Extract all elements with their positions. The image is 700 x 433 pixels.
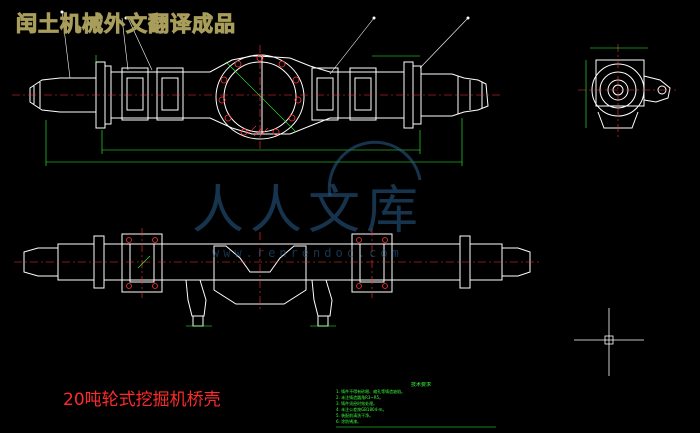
centerlines-plan [14, 228, 540, 312]
technical-note-line: 4. 未注公差按GB1804-m。 [336, 407, 387, 412]
technical-notes-title: 技术要求 [410, 382, 431, 388]
part-number-dots [60, 10, 470, 20]
technical-note-line: 6. 涂防锈漆。 [336, 419, 362, 424]
technical-note-line: 2. 未注铸造圆角R3~R5。 [336, 395, 384, 400]
url-watermark-text: www.renrendoc.com [212, 246, 403, 260]
leader-lines [61, 11, 469, 79]
drawing-caption: 20吨轮式挖掘机桥壳 [63, 390, 221, 410]
brand-watermark-text: 人人文库 [192, 181, 425, 241]
centerlines-top [12, 45, 500, 150]
ucs-crosshair [574, 308, 644, 376]
technical-note-line: 5. 装配前清洗干净。 [336, 413, 374, 418]
pad-bolt-holes [126, 237, 388, 289]
side-view-centerlines [578, 44, 676, 140]
section-hatch-top [247, 125, 269, 137]
technical-note-line: 1. 铸件不得有砂眼、缩孔等铸造缺陷。 [336, 389, 406, 394]
side-view [591, 59, 671, 129]
dimension-lines-top [45, 55, 463, 166]
front-elevation-view [29, 54, 489, 140]
brand-watermark-ring [327, 140, 422, 197]
technical-notes: 技术要求 1. 铸件不得有砂眼、缩孔等铸造缺陷。 2. 未注铸造圆角R3~R5。… [336, 382, 506, 425]
top-watermark-text: 闰土机械外文翻译成品 [16, 12, 236, 37]
side-view-dimensions [585, 47, 648, 128]
dimension-lines-plan [137, 255, 336, 327]
technical-note-line: 3. 铸件须经时效处理。 [336, 401, 378, 406]
